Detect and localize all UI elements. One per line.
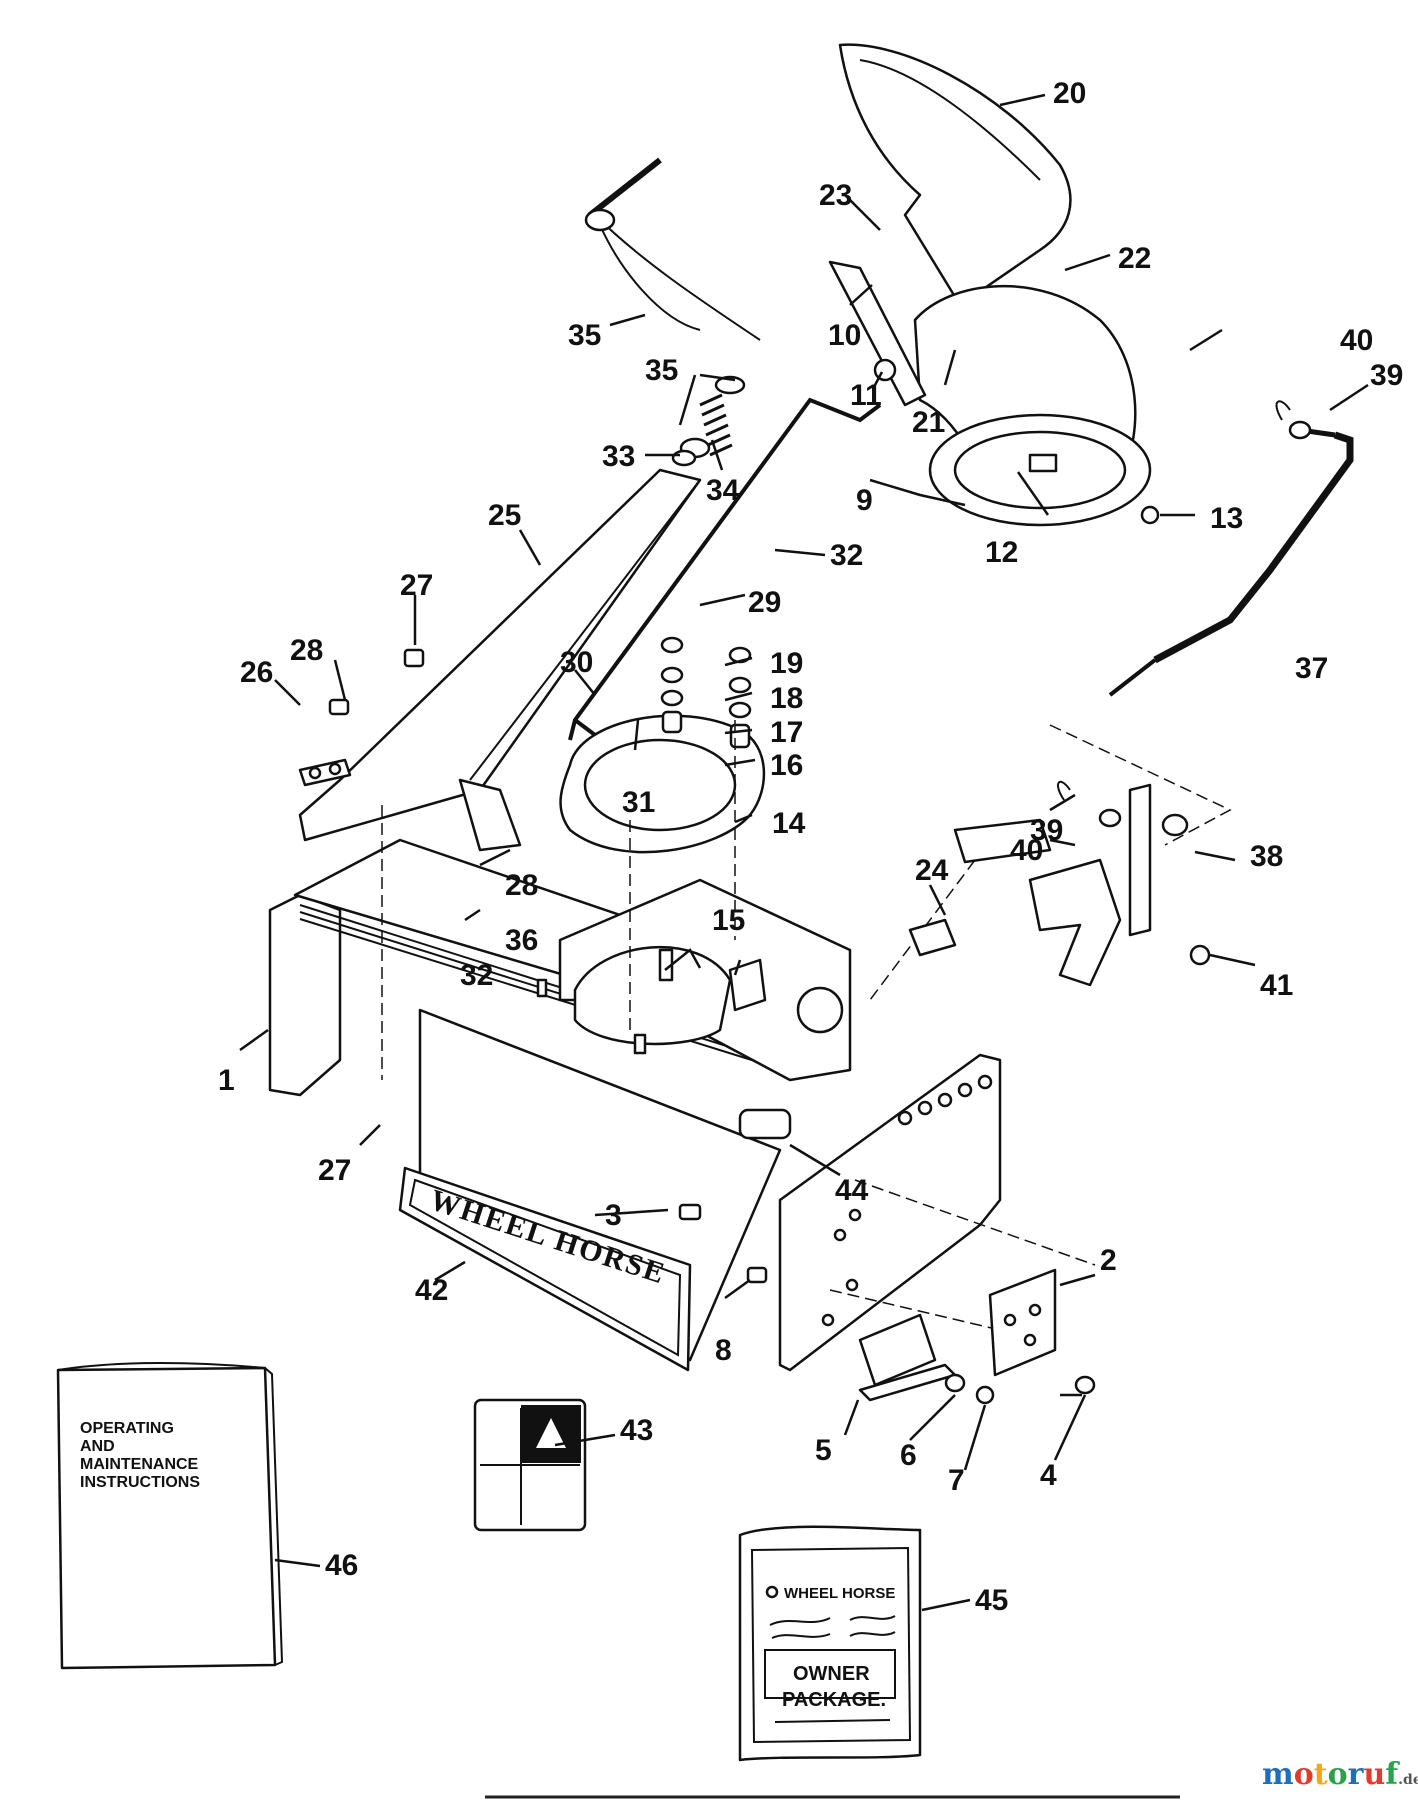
watermark-letter: o <box>1294 1757 1314 1792</box>
callout-23: 23 <box>819 179 852 212</box>
callout-5: 5 <box>815 1434 832 1467</box>
warning-decal <box>473 1398 587 1532</box>
callout-31: 31 <box>622 786 655 819</box>
skid-shoe-assembly <box>678 1203 1096 1405</box>
callout-32-upper: 32 <box>830 539 863 572</box>
callout-40-upper: 40 <box>1340 324 1373 357</box>
callout-8: 8 <box>715 1334 732 1367</box>
callout-25: 25 <box>488 499 521 532</box>
callout-12: 12 <box>985 536 1018 569</box>
callout-24: 24 <box>915 854 949 887</box>
callout-42: 42 <box>415 1274 448 1307</box>
manual-line-3: MAINTENANCE <box>80 1456 199 1473</box>
shear-plate <box>908 918 957 957</box>
watermark-suffix: .de <box>1398 1772 1418 1788</box>
callout-17: 17 <box>770 716 803 749</box>
callout-37: 37 <box>1295 652 1328 685</box>
callout-27-lower: 27 <box>318 1154 351 1187</box>
watermark-letter: m <box>1262 1757 1294 1792</box>
callout-28-lower: 28 <box>505 869 538 902</box>
manual-line-4: INSTRUCTIONS <box>80 1474 200 1491</box>
shift-bracket <box>953 780 1211 987</box>
callout-1: 1 <box>218 1064 235 1097</box>
callout-44: 44 <box>835 1174 869 1207</box>
washer-stack <box>660 636 752 749</box>
chute-body <box>913 284 1160 527</box>
callout-32-lower: 32 <box>460 959 493 992</box>
drive-linkage-rod <box>1108 400 1354 697</box>
chute-deflector <box>838 43 1072 307</box>
callout-numbers: 20 23 22 10 11 21 40 39 35 35 33 34 9 12… <box>218 77 1403 1617</box>
watermark-letter: r <box>1348 1757 1365 1792</box>
callout-15: 15 <box>712 904 745 937</box>
callout-22: 22 <box>1118 242 1151 275</box>
crank-rod <box>568 397 882 741</box>
operating-manual-booklet: OPERATING AND MAINTENANCE INSTRUCTIONS <box>56 1362 284 1670</box>
watermark: motoruf.de <box>1262 1757 1418 1792</box>
callout-16: 16 <box>770 749 803 782</box>
callout-35-lower: 36 <box>505 924 538 957</box>
callout-43: 43 <box>620 1414 653 1447</box>
mounting-ring <box>559 714 766 854</box>
callout-39-upper: 39 <box>1370 359 1403 392</box>
watermark-main: motoruf <box>1262 1757 1400 1792</box>
watermark-letter: o <box>1328 1757 1348 1792</box>
callout-21: 21 <box>912 406 945 439</box>
watermark-text: motoruf.de <box>1262 1757 1418 1792</box>
callout-13: 13 <box>1210 502 1243 535</box>
callout-36: 35 <box>568 319 601 352</box>
callout-29: 29 <box>748 586 781 619</box>
leader-lines <box>239 93 1369 1612</box>
callout-33: 33 <box>602 440 635 473</box>
support-arm <box>298 468 702 852</box>
callout-4: 4 <box>1040 1459 1057 1492</box>
callout-46: 46 <box>325 1549 358 1582</box>
manual-line-1: OPERATING <box>80 1420 174 1437</box>
callout-26: 26 <box>240 656 273 689</box>
callout-38: 38 <box>1250 840 1283 873</box>
spring-assembly <box>671 375 746 467</box>
manual-line-2: AND <box>80 1438 115 1455</box>
callout-39-lower: 39 <box>1030 814 1063 847</box>
owner-package-bag: WHEEL HORSE OWNER PACKAGE. <box>738 1525 922 1762</box>
callout-41: 41 <box>1260 969 1293 1002</box>
owner-package-line-1: OWNER <box>793 1663 870 1685</box>
callout-30: 30 <box>560 646 593 679</box>
callout-45: 45 <box>975 1584 1008 1617</box>
callout-19: 19 <box>770 647 803 680</box>
watermark-letter: u <box>1363 1757 1385 1792</box>
callout-6: 6 <box>900 1439 917 1472</box>
control-cable <box>584 157 761 341</box>
callout-34: 34 <box>706 474 740 507</box>
callout-40-lower: 40 <box>1010 834 1043 867</box>
callout-28-upper: 28 <box>290 634 323 667</box>
callout-18: 18 <box>770 682 803 715</box>
watermark-letter: f <box>1385 1757 1400 1792</box>
callout-27-upper: 27 <box>400 569 433 602</box>
callout-7: 7 <box>948 1464 965 1497</box>
owner-package-brand: WHEEL HORSE <box>784 1585 895 1602</box>
callout-20: 20 <box>1053 77 1086 110</box>
callout-14: 14 <box>772 807 806 840</box>
owner-package-line-2: PACKAGE. <box>782 1689 886 1711</box>
callout-2: 2 <box>1100 1244 1117 1277</box>
chute-bracket <box>828 260 927 407</box>
callout-9: 9 <box>856 484 873 517</box>
fastener-parts-upper-left <box>298 648 425 787</box>
callout-35-upper: 35 <box>645 354 678 387</box>
assembly-guide-lines <box>381 720 1232 1331</box>
callout-11: 11 <box>850 379 882 412</box>
callout-10: 10 <box>828 319 861 352</box>
callout-3: 3 <box>605 1199 622 1232</box>
watermark-letter: t <box>1314 1757 1328 1792</box>
